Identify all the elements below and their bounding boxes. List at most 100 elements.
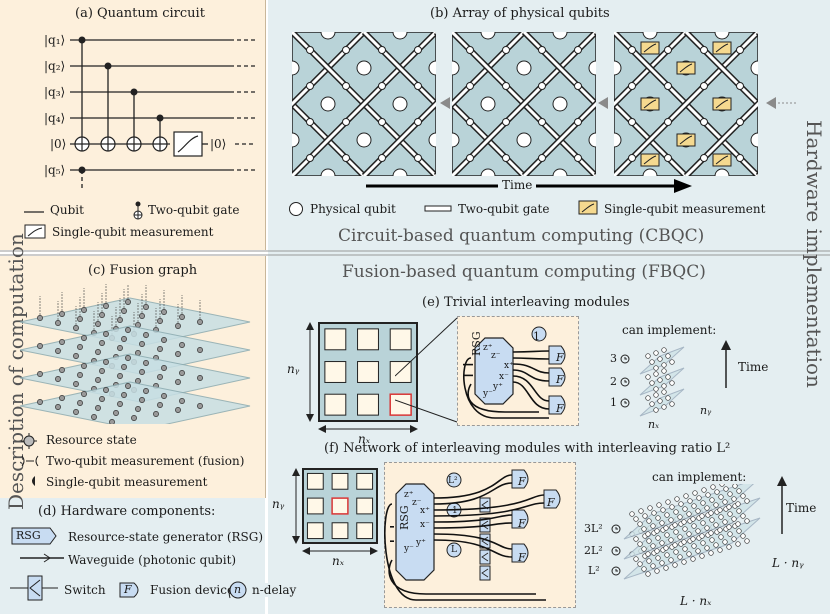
resource-state-node bbox=[179, 370, 185, 376]
lattice-node bbox=[645, 531, 651, 537]
module-cell bbox=[356, 497, 374, 515]
lattice-node bbox=[645, 353, 651, 359]
physical-qubit bbox=[750, 60, 758, 76]
resource-state-node bbox=[73, 353, 79, 359]
lattice-node bbox=[718, 494, 724, 500]
coupled-qubit bbox=[538, 46, 546, 54]
resource-state-node bbox=[95, 405, 101, 411]
port-x-plus-f: x⁺ bbox=[420, 506, 430, 516]
resource-state-node bbox=[95, 349, 101, 355]
ny-label-e: nᵧ bbox=[287, 362, 300, 376]
lattice-node bbox=[717, 527, 723, 533]
coupled-qubit bbox=[306, 118, 314, 126]
lattice-node bbox=[649, 380, 655, 386]
rsg-label-e: RSG bbox=[470, 331, 483, 356]
fusion-label-e3: F bbox=[556, 402, 564, 415]
delay-label-f-2: 1 bbox=[452, 506, 458, 516]
array-measurement-icon bbox=[578, 200, 598, 215]
ny-arrow-e bbox=[306, 322, 314, 422]
coupled-qubit bbox=[736, 154, 744, 162]
lattice-node bbox=[683, 493, 689, 499]
lattice-node bbox=[645, 571, 651, 577]
lattice-node bbox=[664, 552, 670, 558]
coupled-qubit bbox=[342, 46, 350, 54]
resource-state-node bbox=[197, 347, 203, 353]
fusion-label-f1: F bbox=[518, 475, 526, 488]
resource-state-node bbox=[139, 397, 145, 403]
legend-waveguide: Waveguide (photonic qubit) bbox=[68, 553, 237, 567]
lattice-node bbox=[657, 377, 663, 383]
rsg-icon bbox=[11, 527, 57, 545]
lattice-node bbox=[722, 499, 728, 505]
physical-qubit bbox=[320, 32, 336, 40]
physical-qubit bbox=[428, 132, 436, 148]
resource-state-node bbox=[109, 419, 115, 424]
lattice-node bbox=[699, 533, 705, 539]
lattice-node bbox=[657, 398, 663, 404]
lattice-node bbox=[672, 542, 678, 548]
nx-label-e2: nₓ bbox=[648, 418, 659, 431]
lattice-node bbox=[681, 539, 687, 545]
fusion-icon bbox=[21, 455, 39, 467]
physical-qubit bbox=[480, 96, 496, 112]
time-step-f-2: 2L² bbox=[584, 544, 603, 557]
coupled-qubit bbox=[502, 82, 510, 90]
lattice-node bbox=[744, 538, 750, 544]
resource-state-node bbox=[139, 341, 145, 347]
clock-icons-e bbox=[620, 354, 630, 408]
time-layer bbox=[623, 517, 761, 580]
switch bbox=[479, 497, 491, 513]
physical-qubit bbox=[452, 132, 460, 148]
lattice-node bbox=[726, 544, 732, 550]
panel-a-background bbox=[0, 0, 266, 250]
lattice-node bbox=[736, 488, 742, 494]
resource-state-node bbox=[99, 312, 105, 318]
fusion-graph bbox=[19, 284, 251, 424]
resource-state-node bbox=[77, 316, 83, 322]
coupled-qubit bbox=[700, 118, 708, 126]
resource-state-node bbox=[125, 355, 131, 361]
lattice-node bbox=[682, 526, 688, 532]
resource-state-node bbox=[179, 314, 185, 320]
rsg-icon-label: RSG bbox=[16, 529, 41, 542]
lattice-node bbox=[740, 533, 746, 539]
lattice-node bbox=[650, 543, 656, 549]
lattice-node bbox=[661, 368, 667, 374]
physical-qubit bbox=[642, 168, 658, 176]
resource-state-node bbox=[55, 320, 61, 326]
module-circuit-f bbox=[384, 469, 561, 601]
resource-state-node bbox=[55, 376, 61, 382]
lattice-node bbox=[654, 548, 660, 554]
lattice-node bbox=[686, 531, 692, 537]
resource-state-node bbox=[55, 348, 61, 354]
port-x-minus-e: x⁻ bbox=[499, 372, 509, 382]
physical-qubit bbox=[714, 168, 730, 176]
lattice-node bbox=[633, 556, 639, 562]
resource-state-node bbox=[91, 414, 97, 420]
lattice-node bbox=[637, 561, 643, 567]
switch-icon bbox=[10, 575, 58, 601]
lattice-node bbox=[709, 537, 715, 543]
port-y-minus-f: y⁻ bbox=[404, 544, 414, 554]
panel-a-title: (a) Quantum circuit bbox=[75, 6, 205, 21]
module-cell bbox=[306, 472, 324, 490]
module-cell bbox=[331, 497, 349, 515]
lattice-node bbox=[731, 536, 737, 542]
port-y-plus-e: y⁺ bbox=[493, 382, 503, 392]
resource-state-node bbox=[77, 372, 83, 378]
lattice-node bbox=[735, 521, 741, 527]
coupled-qubit bbox=[378, 118, 386, 126]
qubit-line-icon bbox=[24, 211, 44, 213]
delay-line bbox=[531, 326, 547, 342]
lattice-node bbox=[686, 511, 692, 517]
lattice-node bbox=[645, 551, 651, 557]
resource-state-node bbox=[161, 393, 167, 399]
resource-state-node bbox=[197, 375, 203, 381]
coupled-qubit bbox=[466, 82, 474, 90]
resource-state-node bbox=[161, 365, 167, 371]
lattice-node bbox=[674, 496, 680, 502]
lattice-node bbox=[668, 517, 674, 523]
coupled-qubit bbox=[414, 46, 422, 54]
coupled-qubit bbox=[538, 82, 546, 90]
resource-state-node bbox=[179, 342, 185, 348]
